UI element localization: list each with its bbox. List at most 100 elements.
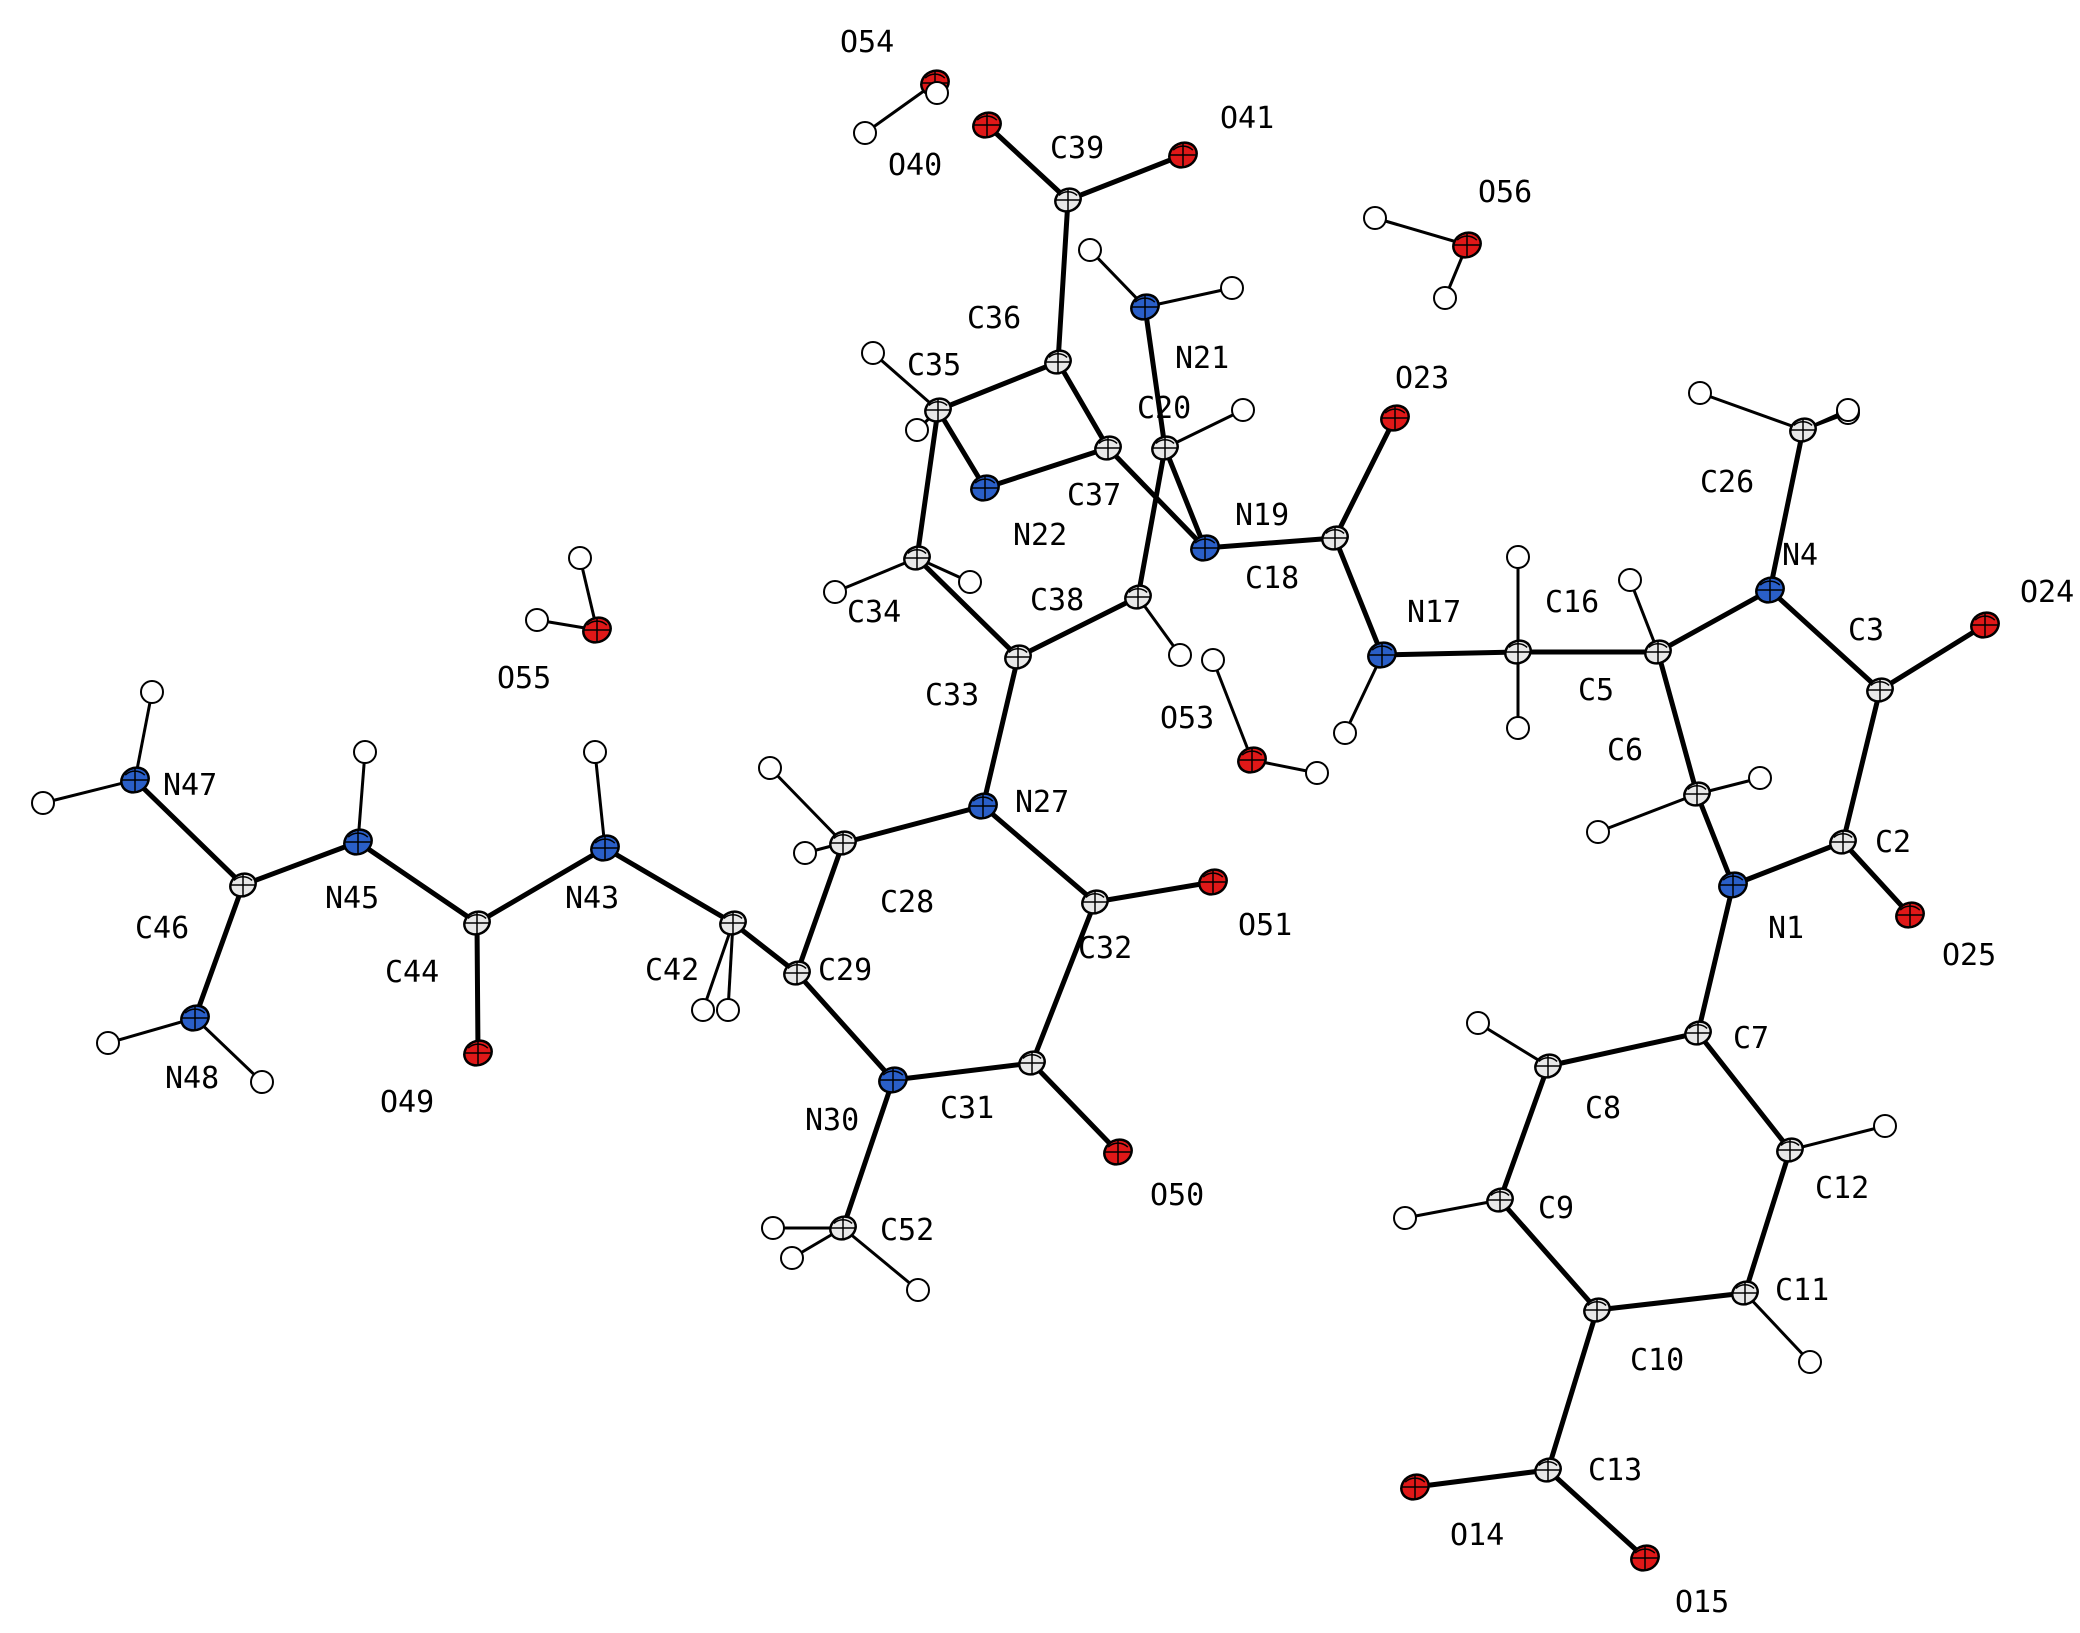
atom-h15	[1078, 238, 1102, 262]
label-c38: C38	[1030, 583, 1084, 618]
atom-o24	[1970, 611, 2000, 639]
atom-c46	[229, 872, 257, 898]
label-c12: C12	[1815, 1171, 1869, 1206]
atom-c44	[463, 910, 491, 936]
atom-c11	[1731, 1280, 1759, 1306]
label-n43: N43	[565, 881, 619, 916]
bond-n43-h29	[593, 751, 607, 849]
label-o51: O51	[1238, 908, 1292, 943]
label-o23: O23	[1395, 361, 1449, 396]
bond-c20-n21	[1142, 304, 1168, 451]
label-c33: C33	[925, 678, 979, 713]
atom-c32	[1081, 889, 1109, 915]
bond-c42-n43	[602, 845, 736, 926]
bond-c28-c29	[794, 840, 846, 976]
bond-c32-o51	[1092, 879, 1216, 905]
atom-c2	[1829, 829, 1857, 855]
atom-h31	[140, 680, 164, 704]
bond-c12-h10	[1789, 1124, 1886, 1152]
atom-c36	[1044, 349, 1072, 375]
label-n45: N45	[325, 881, 379, 916]
atom-o41	[1168, 141, 1198, 169]
bond-o53-h36	[1211, 659, 1254, 761]
atom-c52	[829, 1215, 857, 1241]
label-c5: C5	[1578, 673, 1614, 708]
atom-h42	[1433, 286, 1457, 310]
label-o50: O50	[1150, 1178, 1204, 1213]
atom-n30	[878, 1066, 908, 1094]
atom-o51	[1198, 868, 1228, 896]
bond-c13-o15	[1545, 1467, 1648, 1561]
bond-n22-c35	[935, 407, 988, 491]
bond-c35-c34	[914, 407, 941, 561]
bond-c46-n47	[132, 777, 246, 888]
bond-c31-o50	[1029, 1060, 1121, 1155]
label-c52: C52	[880, 1213, 934, 1248]
atom-c8	[1534, 1053, 1562, 1079]
atom-c33	[1004, 644, 1032, 670]
bond-c36-c37	[1055, 359, 1111, 451]
bond-c52-h28	[842, 1226, 919, 1292]
label-c29: C29	[818, 953, 872, 988]
label-c39: C39	[1050, 131, 1104, 166]
bond-c39-o40	[984, 122, 1071, 203]
atom-n4	[1755, 576, 1785, 604]
atom-o56	[1452, 231, 1482, 259]
bond-c34-h19	[834, 556, 918, 594]
label-c20: C20	[1137, 391, 1191, 426]
atom-h30	[353, 740, 377, 764]
atom-c10	[1583, 1297, 1611, 1323]
label-n21: N21	[1175, 341, 1229, 376]
bond-n17-c18	[1332, 535, 1385, 658]
bond-n45-c46	[240, 839, 361, 888]
atom-n45	[343, 828, 373, 856]
bond-c13-o14	[1412, 1467, 1551, 1490]
atom-n27	[968, 792, 998, 820]
atom-h10	[1873, 1114, 1897, 1138]
atom-n48	[180, 1004, 210, 1032]
atom-h5	[1748, 766, 1772, 790]
bond-c29-c42	[730, 920, 800, 976]
label-o41: O41	[1220, 101, 1274, 136]
bond-c20-c38	[1135, 445, 1168, 600]
bond-c12-c7	[1695, 1030, 1793, 1153]
atom-c29	[783, 960, 811, 986]
atom-h29	[583, 740, 607, 764]
bond-n30-c31	[890, 1060, 1035, 1083]
bond-n4-c5	[1655, 587, 1773, 655]
bond-c8-h7	[1477, 1021, 1549, 1068]
atom-o23	[1380, 404, 1410, 432]
label-c28: C28	[880, 885, 934, 920]
label-n48: N48	[165, 1061, 219, 1096]
label-o54: O54	[840, 25, 894, 60]
label-c18: C18	[1245, 561, 1299, 596]
atom-h23	[793, 841, 817, 865]
atom-h3	[1836, 398, 1860, 422]
atom-n47	[120, 766, 150, 794]
atom-h24	[691, 998, 715, 1022]
atom-h35	[1305, 761, 1329, 785]
bond-c18-n19	[1202, 535, 1338, 551]
bond-c42-h25	[726, 922, 735, 1011]
atoms-layer	[31, 69, 2000, 1572]
atom-c16	[1504, 639, 1532, 665]
bond-n19-c20	[1162, 445, 1208, 551]
bond-c10-c13	[1545, 1307, 1600, 1473]
bond-c9-h8	[1404, 1198, 1501, 1220]
bond-c31-c32	[1029, 899, 1098, 1066]
atom-c37	[1094, 435, 1122, 461]
bond-n30-c52	[840, 1077, 896, 1231]
bond-c6-n1	[1694, 791, 1736, 888]
bond-c44-o49	[474, 920, 481, 1056]
atom-o25	[1895, 901, 1925, 929]
bond-n27-c28	[840, 803, 986, 846]
label-c36: C36	[967, 301, 1021, 336]
atom-o49	[463, 1039, 493, 1067]
bond-c26-h1	[1699, 391, 1804, 432]
atom-h21	[1168, 643, 1192, 667]
atom-h32	[31, 791, 55, 815]
label-o14: O14	[1450, 1518, 1504, 1553]
atom-o14	[1400, 1473, 1430, 1501]
label-c35: C35	[907, 348, 961, 383]
bond-n1-c7	[1695, 882, 1736, 1036]
